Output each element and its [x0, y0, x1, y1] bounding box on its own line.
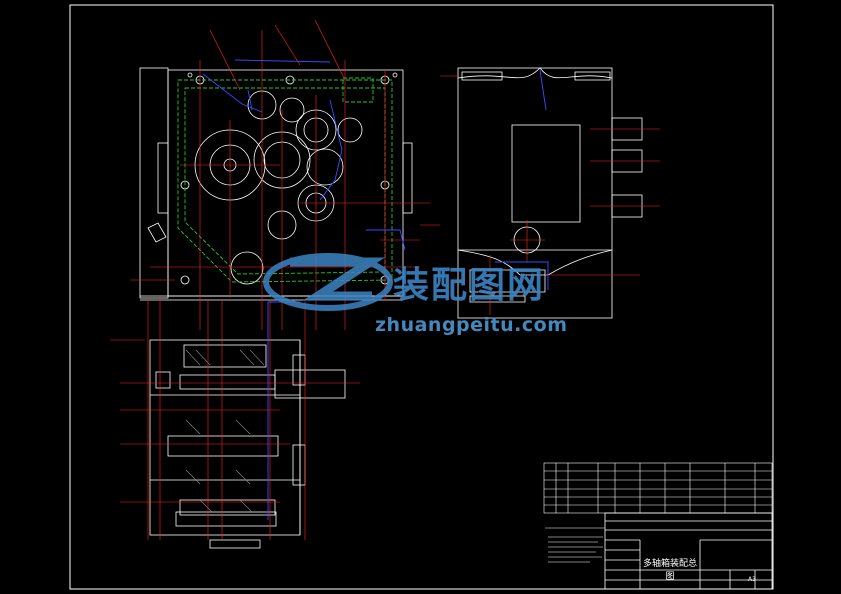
watermark-chinese: 装配图网 [393, 265, 546, 306]
drawing-title: 多轴箱装配总图 [642, 559, 697, 582]
section-view-centerlines [110, 300, 360, 540]
front-view-hidden [177, 77, 393, 283]
front-view-dimensions [202, 59, 406, 251]
side-view-centerlines [440, 75, 660, 315]
title-block [604, 512, 773, 590]
drawing-border [69, 4, 774, 590]
technical-notes [545, 527, 605, 563]
sheet-size: A3 [748, 576, 756, 583]
watermark-logo [263, 253, 393, 311]
section-view-dimensions [267, 301, 300, 520]
front-view-centerlines [130, 19, 440, 330]
section-view [149, 339, 346, 549]
section-view-hatching [185, 349, 265, 513]
watermark-url: zhuangpeitu.com [375, 314, 568, 336]
side-view-dimensions [495, 69, 549, 290]
parts-list [543, 462, 773, 514]
